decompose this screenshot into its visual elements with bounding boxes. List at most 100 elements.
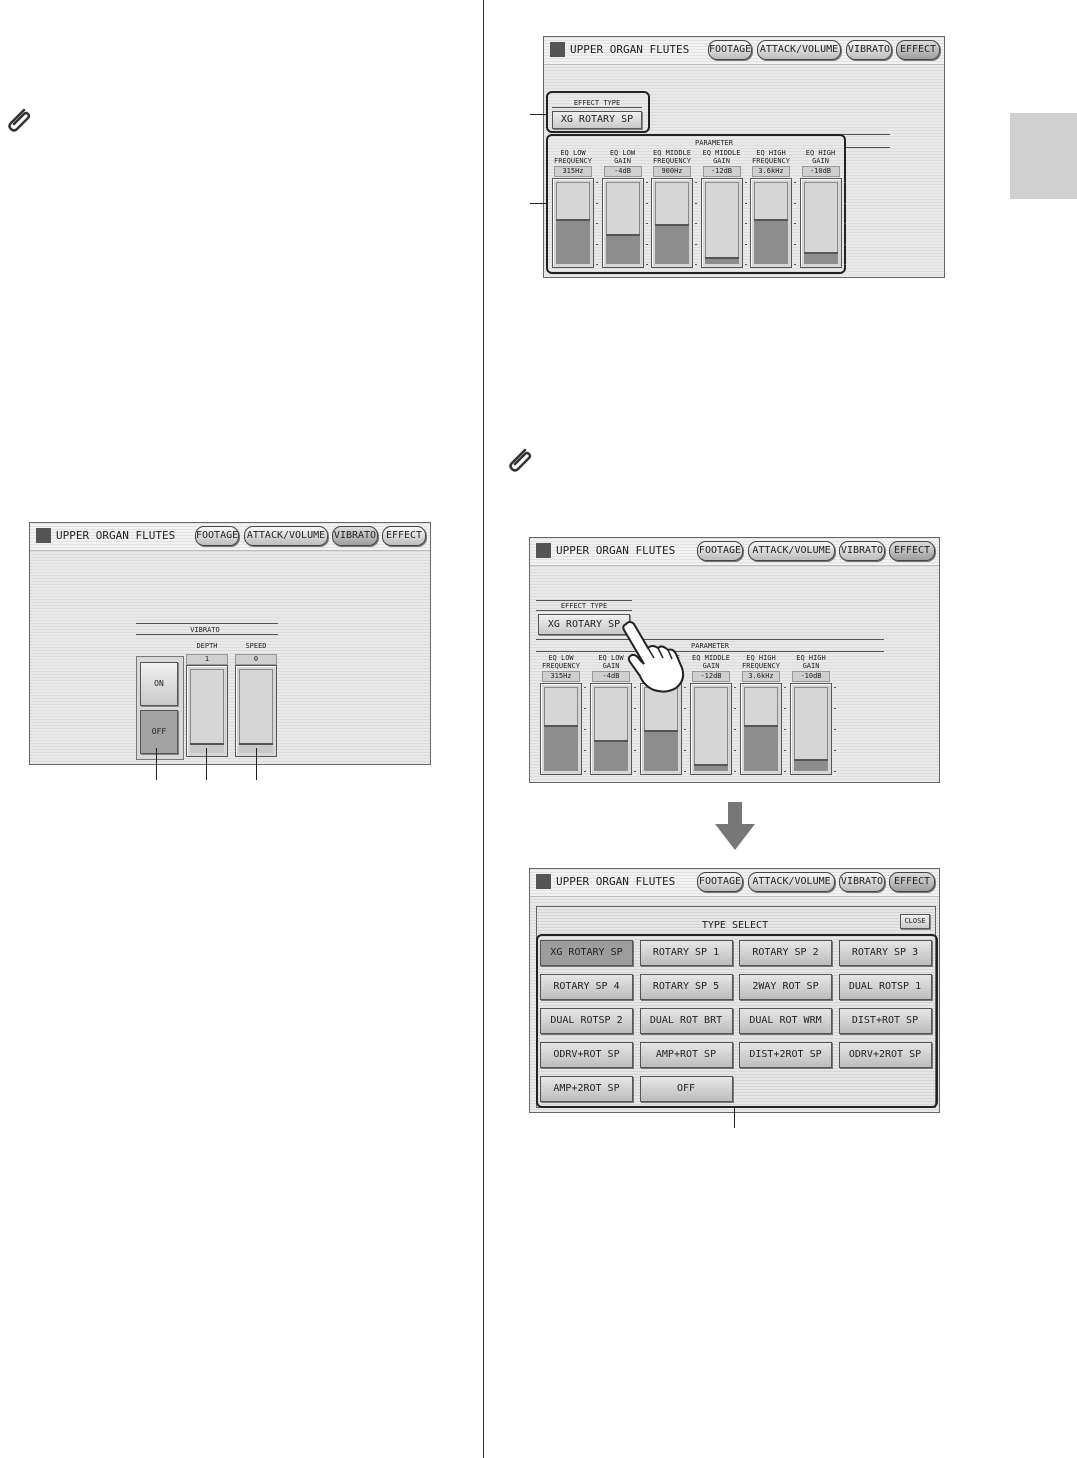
type-option[interactable]: ROTARY SP 3 xyxy=(838,940,932,966)
tab-vibrato[interactable]: VIBRATO xyxy=(839,541,885,561)
param-label-line2: FREQUENCY xyxy=(752,157,790,165)
close-button[interactable]: CLOSE xyxy=(900,914,930,929)
speed-value: 0 xyxy=(235,654,277,665)
type-option[interactable]: ODRV+2ROT SP xyxy=(838,1042,932,1068)
type-option[interactable]: OFF xyxy=(639,1076,733,1102)
param-value: -4dB xyxy=(603,166,642,177)
tab-effect[interactable]: EFFECT xyxy=(889,541,935,561)
param-label-line2: GAIN xyxy=(713,157,730,165)
screen-title: UPPER ORGAN FLUTES xyxy=(556,544,676,557)
tab-footage[interactable]: FOOTAGE xyxy=(708,40,752,60)
vibrato-on-button[interactable]: ON xyxy=(140,662,178,706)
title-bar: UPPER ORGAN FLUTES FOOTAGE ATTACK/VOLUME… xyxy=(30,523,430,551)
screen-title: UPPER ORGAN FLUTES xyxy=(570,43,690,56)
param-slider-fill xyxy=(803,252,838,264)
param-label-line1: EQ LOW xyxy=(598,654,624,662)
type-option[interactable]: ROTARY SP 1 xyxy=(639,940,733,966)
param-value: -12dB xyxy=(692,671,730,682)
type-option[interactable]: DIST+2ROT SP xyxy=(739,1042,832,1068)
tab-effect[interactable]: EFFECT xyxy=(889,872,935,892)
chapter-tab xyxy=(1010,113,1077,199)
param-slider[interactable] xyxy=(700,178,743,268)
screen-indicator-icon xyxy=(536,543,551,558)
speed-slider[interactable] xyxy=(235,665,277,757)
type-option[interactable]: ODRV+ROT SP xyxy=(540,1042,633,1068)
type-option[interactable]: DUAL ROTSP 1 xyxy=(838,974,932,1000)
param-slider-fill xyxy=(605,234,640,264)
effect-screen: UPPER ORGAN FLUTES FOOTAGE ATTACK/VOLUME… xyxy=(543,36,945,278)
param-value: -12dB xyxy=(702,166,741,177)
tab-footage[interactable]: FOOTAGE xyxy=(697,872,743,892)
tab-effect[interactable]: EFFECT xyxy=(896,40,940,60)
depth-value: 1 xyxy=(186,654,228,665)
param-slider[interactable] xyxy=(590,683,632,775)
tab-vibrato[interactable]: VIBRATO xyxy=(839,872,885,892)
param-value: -10dB xyxy=(792,671,830,682)
param-label-line1: EQ HIGH xyxy=(756,149,786,157)
tab-footage[interactable]: FOOTAGE xyxy=(697,541,743,561)
type-option[interactable]: AMP+ROT SP xyxy=(639,1042,733,1068)
type-option[interactable]: DUAL ROT WRM xyxy=(739,1008,832,1034)
param-slider-fill xyxy=(556,219,590,264)
tab-attack-volume[interactable]: ATTACK/VOLUME xyxy=(748,541,835,561)
tab-vibrato[interactable]: VIBRATO xyxy=(846,40,892,60)
param-label-line2: GAIN xyxy=(602,662,620,670)
pointing-hand-icon xyxy=(622,621,685,693)
tab-vibrato[interactable]: VIBRATO xyxy=(332,526,378,546)
tab-attack-volume[interactable]: ATTACK/VOLUME xyxy=(244,526,328,546)
param-slider[interactable] xyxy=(601,178,644,268)
type-option[interactable]: DUAL ROTSP 2 xyxy=(540,1008,633,1034)
parameter-label: PARAMETER xyxy=(691,642,729,650)
type-option[interactable]: DIST+ROT SP xyxy=(838,1008,932,1034)
param-label-line2: FREQUENCY xyxy=(542,662,580,670)
tab-effect[interactable]: EFFECT xyxy=(382,526,426,546)
type-option[interactable]: AMP+2ROT SP xyxy=(540,1076,633,1102)
type-option[interactable]: 2WAY ROT SP xyxy=(739,974,832,1000)
type-option[interactable]: DUAL ROT BRT xyxy=(639,1008,733,1034)
param-slider-fill xyxy=(644,730,678,771)
title-bar: UPPER ORGAN FLUTES FOOTAGE ATTACK/VOLUME… xyxy=(544,37,944,65)
param-slider[interactable] xyxy=(540,683,582,775)
depth-label: DEPTH xyxy=(196,642,218,650)
param-label-line1: EQ MIDDLE xyxy=(653,149,691,157)
param-slider[interactable] xyxy=(552,178,594,268)
param-label-line1: EQ LOW xyxy=(560,149,586,157)
param-label-line2: FREQUENCY xyxy=(554,157,592,165)
parameter-highlight xyxy=(546,134,846,274)
param-slider-fill xyxy=(544,725,578,771)
vibrato-off-button[interactable]: OFF xyxy=(140,710,178,754)
param-slider[interactable] xyxy=(750,178,792,268)
param-value: 315Hz xyxy=(542,671,580,682)
param-label-line2: GAIN xyxy=(614,157,631,165)
param-label-line2: GAIN xyxy=(702,662,720,670)
down-arrow-icon xyxy=(715,802,755,850)
type-option[interactable]: ROTARY SP 5 xyxy=(639,974,733,1000)
param-slider-fill xyxy=(744,725,778,771)
speed-label: SPEED xyxy=(245,642,267,650)
effect-type-button[interactable]: XG ROTARY SP xyxy=(552,111,642,129)
param-slider[interactable] xyxy=(651,178,693,268)
tab-attack-volume[interactable]: ATTACK/VOLUME xyxy=(757,40,841,60)
depth-slider[interactable] xyxy=(186,665,228,757)
param-label-line2: GAIN xyxy=(812,157,829,165)
screen-indicator-icon xyxy=(550,42,565,57)
tab-footage[interactable]: FOOTAGE xyxy=(195,526,239,546)
type-option[interactable]: ROTARY SP 2 xyxy=(739,940,832,966)
param-slider-fill xyxy=(794,758,828,771)
param-label-line1: EQ LOW xyxy=(548,654,574,662)
title-bar: UPPER ORGAN FLUTES FOOTAGE ATTACK/VOLUME… xyxy=(530,869,939,897)
param-slider[interactable] xyxy=(790,683,832,775)
param-slider[interactable] xyxy=(690,683,732,775)
effect-type-label: EFFECT TYPE xyxy=(560,602,608,610)
screen-indicator-icon xyxy=(536,874,551,889)
param-slider[interactable] xyxy=(740,683,782,775)
param-slider[interactable] xyxy=(640,683,682,775)
type-select-panel xyxy=(536,906,936,1108)
param-slider[interactable] xyxy=(799,178,842,268)
type-option[interactable]: XG ROTARY SP xyxy=(540,940,633,966)
effect-type-button[interactable]: XG ROTARY SP xyxy=(538,614,630,635)
screen-title: UPPER ORGAN FLUTES xyxy=(556,875,676,888)
screen-title: UPPER ORGAN FLUTES xyxy=(56,529,176,542)
tab-attack-volume[interactable]: ATTACK/VOLUME xyxy=(748,872,835,892)
type-option[interactable]: ROTARY SP 4 xyxy=(540,974,633,1000)
